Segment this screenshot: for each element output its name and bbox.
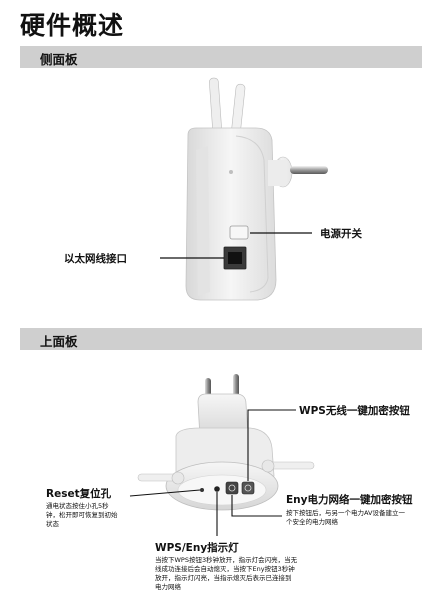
section-header-top-panel: 上面板 [20,328,422,350]
reset-hole-label: Reset复位孔 [46,488,112,500]
ethernet-port-label: 以太网线接口 [64,253,127,265]
reset-description: 通电状态按住小孔5秒 钟，松开即可恢复到初始 状态 [46,502,118,528]
wps-button-label: WPS无线一键加密按钮 [299,405,410,417]
section-header-side-panel: 侧面板 [20,46,422,68]
section-heading: 侧面板 [40,52,78,67]
eny-button-label: Eny电力网络一键加密按钮 [286,494,413,506]
section-heading: 上面板 [40,334,78,349]
eny-description: 按下按钮后，与另一个电力AV设备建立一 个安全的电力网络 [286,509,405,526]
page-title: 硬件概述 [20,11,125,40]
wps-eny-led-description: 当按下WPS按钮3秒钟放开，指示灯会闪亮，当无 线成功连接后会自动熄灭，当按下E… [155,556,298,591]
power-switch-label: 电源开关 [320,228,362,240]
wps-eny-led-label: WPS/Eny指示灯 [155,542,239,554]
